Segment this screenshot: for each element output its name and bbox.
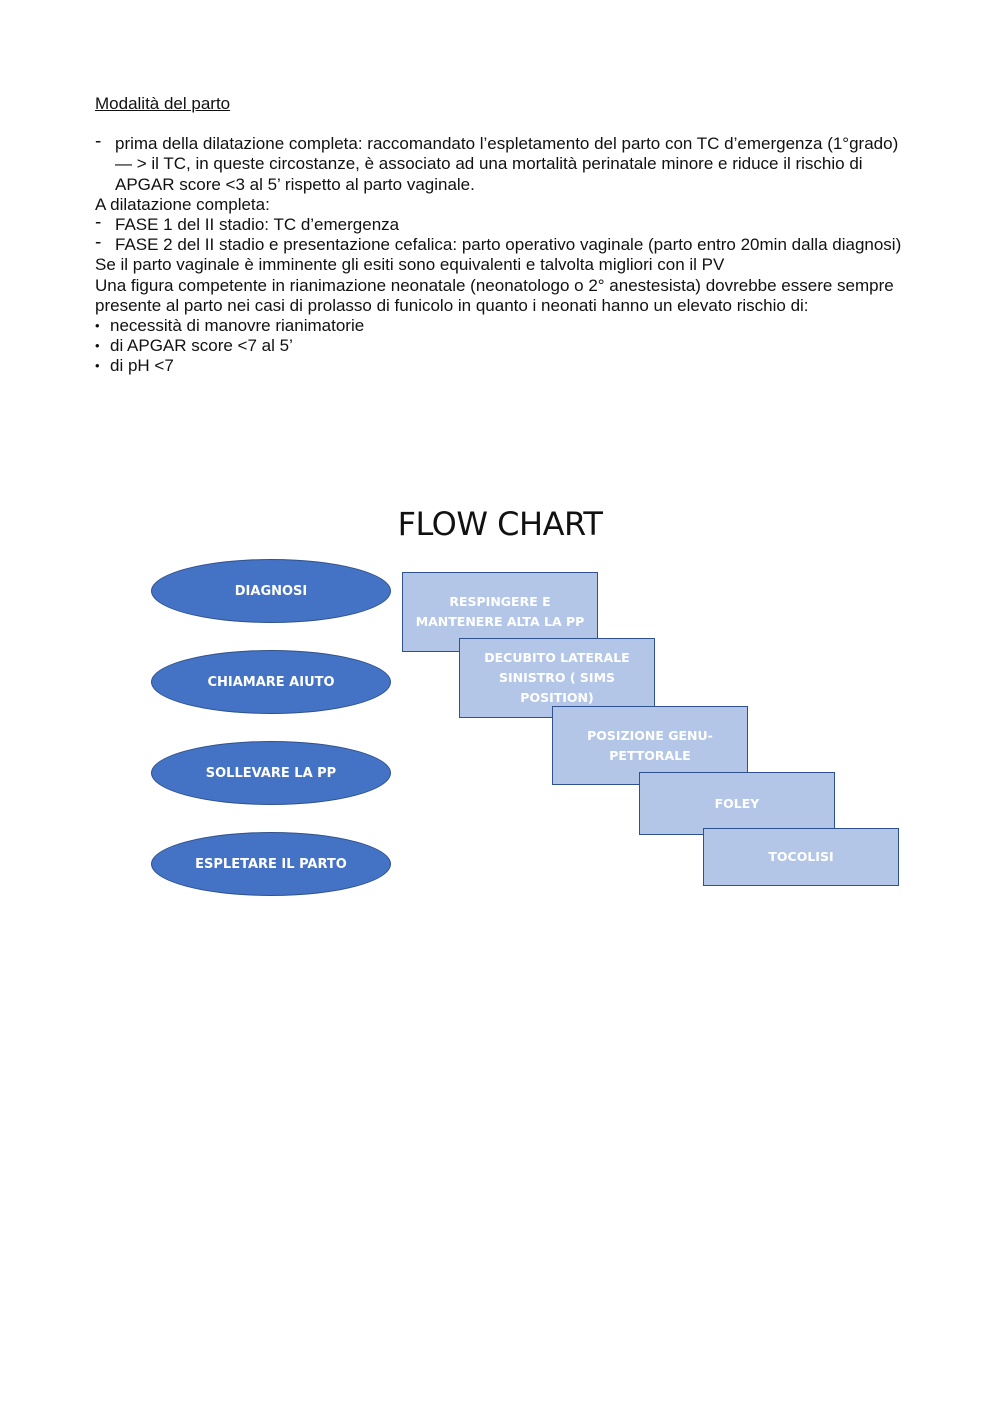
vaginal-birth-line: Se il parto vaginale è imminente gli esi… [95, 255, 725, 275]
dash-item-text: FASE 2 del II stadio e presentazione cef… [115, 235, 902, 255]
dash-item-text: prima della dilatazione completa: raccom… [115, 134, 899, 194]
full-dilation-line: A dilatazione completa: [95, 194, 270, 214]
bullet-list-item: • necessità di manovre rianimatorie [95, 316, 915, 336]
bullet-marker: • [95, 358, 100, 374]
dash-list-item: - prima della dilatazione completa: racc… [95, 131, 915, 195]
bullet-item-text: necessità di manovre rianimatorie [110, 316, 365, 336]
dash-marker: - [95, 232, 102, 254]
flowchart-title: FLOW CHART [397, 505, 603, 543]
flow-step-foley: FOLEY [639, 772, 835, 835]
flow-step-tocolisi: TOCOLISI [703, 828, 899, 886]
bullet-marker: • [95, 338, 100, 354]
flow-ellipse-diagnosi: DIAGNOSI [151, 559, 391, 623]
section-heading: Modalità del parto [95, 94, 231, 113]
dash-list-item: - FASE 2 del II stadio e presentazione c… [95, 232, 915, 255]
dash-item-text: FASE 1 del II stadio: TC d’emergenza [115, 215, 400, 235]
document-text: Modalità del parto - prima della dilataz… [95, 94, 915, 377]
bullet-list-item: • di APGAR score <7 al 5’ [95, 336, 915, 356]
dash-list-item: - FASE 1 del II stadio: TC d’emergenza [95, 212, 915, 235]
flow-step-decubito-laterale: DECUBITO LATERALE SINISTRO ( SIMS POSITI… [459, 638, 655, 718]
dash-marker: - [95, 212, 102, 234]
flow-ellipse-espletare-parto: ESPLETARE IL PARTO [151, 832, 391, 896]
bullet-item-text: di APGAR score <7 al 5’ [110, 336, 293, 356]
bullet-item-text: di pH <7 [110, 356, 174, 376]
neonatal-resuscitation-paragraph: Una figura competente in rianimazione ne… [95, 275, 894, 315]
dash-marker: - [95, 131, 102, 153]
bullet-list-item: • di pH <7 [95, 356, 915, 376]
bullet-marker: • [95, 318, 100, 334]
flow-step-posizione-genu-pettorale: POSIZIONE GENU-PETTORALE [552, 706, 748, 785]
flow-ellipse-sollevare-pp: SOLLEVARE LA PP [151, 741, 391, 805]
flow-ellipse-chiamare-aiuto: CHIAMARE AIUTO [151, 650, 391, 714]
